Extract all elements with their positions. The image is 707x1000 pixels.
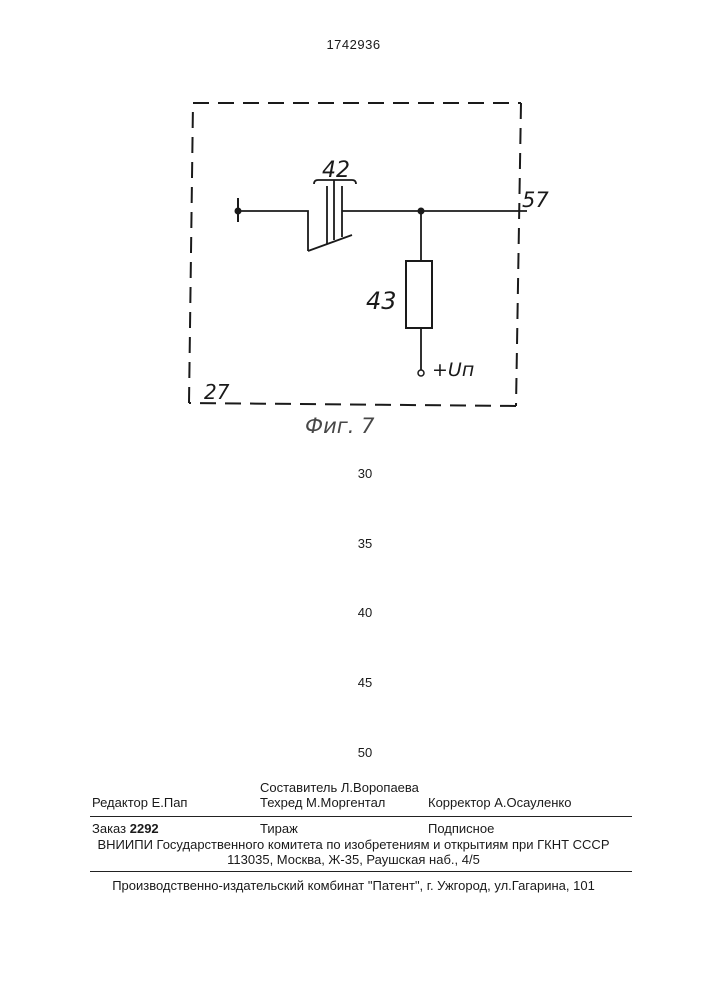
order-label: Заказ — [92, 821, 126, 836]
subscription: Подписное — [428, 821, 494, 837]
label-supply: +Uп — [432, 359, 474, 381]
tech-editor: Техред М.Моргентал — [260, 795, 385, 811]
divider-bottom — [90, 871, 632, 872]
label-block-27: 27 — [204, 380, 230, 404]
address: 113035, Москва, Ж-35, Раушская наб., 4/5 — [0, 852, 707, 868]
line-number: 35 — [330, 536, 400, 551]
circulation: Тираж — [260, 821, 298, 837]
label-resistor-43: 43 — [366, 287, 397, 315]
circuit-schematic: 42 57 43 +Uп 27 Фиг. 7 — [0, 0, 707, 460]
input-wire — [238, 211, 308, 251]
line-number: 30 — [330, 466, 400, 481]
label-output-57: 57 — [522, 188, 549, 212]
line-number: 40 — [330, 605, 400, 620]
figure-caption: Фиг. 7 — [305, 414, 375, 438]
transistor-42 — [308, 180, 356, 251]
editor: Редактор Е.Пап — [92, 795, 187, 811]
order: Заказ 2292 — [92, 821, 159, 837]
compiler: Составитель Л.Воропаева — [260, 780, 419, 796]
divider-top — [90, 816, 632, 817]
order-number: 2292 — [130, 821, 159, 836]
line-number: 45 — [330, 675, 400, 690]
proofreader: Корректор А.Осауленко — [428, 795, 571, 811]
label-transistor-42: 42 — [322, 158, 350, 183]
input-terminal — [236, 198, 241, 222]
institute: ВНИИПИ Государственного комитета по изоб… — [0, 837, 707, 853]
line-number: 50 — [330, 745, 400, 760]
resistor-43 — [406, 261, 432, 328]
publisher: Производственно-издательский комбинат "П… — [0, 878, 707, 894]
supply-terminal — [418, 370, 424, 376]
